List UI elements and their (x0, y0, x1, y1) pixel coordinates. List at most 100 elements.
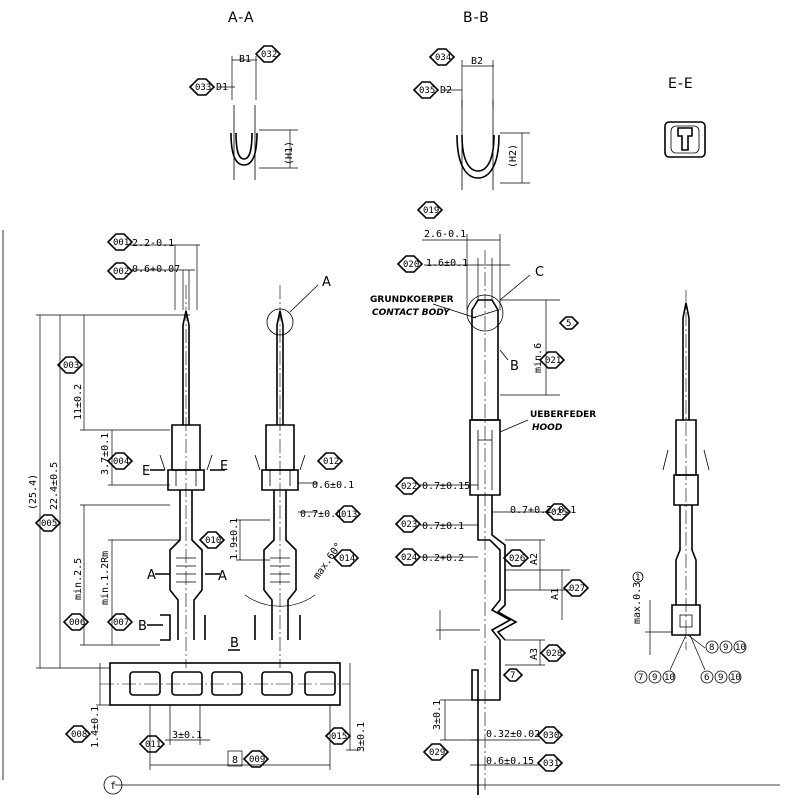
revision-mark: f (110, 781, 116, 792)
dim-019-val: 2.6-0.1 (424, 229, 466, 240)
bubble-023: 023 (401, 520, 417, 530)
dim-013-val: 0.7±0.1 (300, 509, 342, 520)
dim-021-val: min.6 (533, 343, 544, 373)
bubble-029: 029 (429, 748, 445, 758)
bubble-025: 025 (551, 508, 567, 518)
dim-h2: (H2) (508, 144, 519, 168)
section-a-a-title: A-A (228, 10, 255, 26)
bubble-007: 007 (113, 618, 129, 628)
dim-007-val: min.1.2Rm (100, 551, 111, 605)
detail-c-label: C (535, 265, 544, 280)
bubble-g3-b: 9 (718, 673, 723, 683)
bubble-005: 005 (41, 519, 57, 529)
bubble-g1-a: 8 (709, 643, 714, 653)
bubble-024: 024 (401, 553, 417, 563)
bubble-011: 011 (145, 740, 161, 750)
bubble-033: 033 (195, 83, 211, 93)
bubble-g1-c: 10 (735, 643, 746, 653)
bubble-022: 022 (401, 482, 417, 492)
dim-020-val: 1.6±0.1 (426, 258, 468, 269)
section-e-left: E (142, 464, 150, 479)
bubble-034: 034 (435, 53, 451, 63)
bubble-012: 012 (323, 457, 339, 467)
bubble-027: 027 (569, 584, 585, 594)
bubble-002: 002 (113, 267, 129, 277)
bubble-021: 021 (545, 356, 561, 366)
dim-030-val: 0.32±0.02 (486, 729, 540, 740)
dim-003-val: 11±0.2 (73, 384, 84, 420)
section-b-b-title: B-B (463, 10, 490, 26)
bubble-group-7-9-10: 7 9 10 (634, 670, 676, 684)
bubble-g2-c: 10 (664, 673, 675, 683)
dim-b2: B2 (471, 56, 483, 67)
right-view: max.0.3 8 9 10 7 9 10 6 9 10 1 (632, 290, 747, 684)
bubble-006: 006 (69, 618, 85, 628)
detail-a-label: A (322, 275, 331, 290)
dim-h1: (H1) (284, 141, 295, 165)
dim-024-val: 0.2+0.2 (422, 553, 464, 564)
bubble-014: 014 (339, 554, 355, 564)
dim-009-val: 8 (232, 755, 238, 766)
bubble-004: 004 (113, 457, 129, 467)
dim-005-val: 22.4±0.5 (49, 462, 60, 510)
bubble-group-8-9-10: 8 9 10 (705, 640, 747, 654)
dim-005-ref: (25.4) (28, 474, 39, 510)
dim-025-val: 0.7+0.2-0.1 (510, 505, 576, 516)
dim-008-val: 1.4±0.1 (90, 706, 101, 748)
bubble-031: 031 (543, 759, 559, 769)
bubble-026: 026 (509, 554, 525, 564)
section-b-b: B-B B2 D2 (H2) 034 035 (412, 10, 530, 190)
dim-023-val: 0.7±0.1 (422, 521, 464, 532)
bubble-g3-a: 6 (704, 673, 709, 683)
bubble-group-6-9-10: 6 9 10 (700, 670, 742, 684)
bubble-1: 1 (635, 573, 640, 583)
bubble-7: 7 (510, 671, 515, 681)
dim-max-03: max.0.3 (632, 582, 643, 624)
bubble-010: 010 (205, 536, 221, 546)
dim-004-val: 3.7±0.1 (100, 433, 111, 475)
dim-015-val: 3±0.1 (356, 722, 367, 752)
section-a-left: A (147, 568, 156, 583)
middle-view: C B GRUNDKOERPER CONTACT BODY UEBERFEDER… (370, 201, 596, 795)
bubble-003: 003 (63, 361, 79, 371)
bubble-032: 032 (261, 50, 277, 60)
dim-002-val: 0.6+0.07 (132, 264, 180, 275)
dim-d2: D2 (440, 85, 452, 96)
section-b-left: B (138, 619, 147, 634)
dim-026-val: A2 (529, 553, 540, 565)
section-b-right: B (230, 636, 239, 651)
bubble-019: 019 (423, 206, 439, 216)
dim-028-val: A3 (529, 648, 540, 660)
bubble-020: 020 (403, 260, 419, 270)
section-b-mid: B (510, 359, 519, 374)
dim-011-val: 3±0.1 (172, 730, 202, 741)
bubble-001: 001 (113, 238, 129, 248)
bubble-028: 028 (546, 649, 562, 659)
dim-006-val: min.2.5 (73, 558, 84, 600)
bubble-5: 5 (566, 319, 571, 329)
note-contact-de: GRUNDKOERPER (370, 295, 454, 305)
note-hood-en: HOOD (532, 423, 563, 433)
bubble-g2-b: 9 (652, 673, 657, 683)
dim-010-val: 1.9±0.1 (229, 518, 240, 560)
bubble-g2-a: 7 (638, 673, 643, 683)
bubble-035: 035 (419, 86, 435, 96)
dim-012-val: 0.6±0.1 (312, 480, 354, 491)
bubble-008: 008 (71, 730, 87, 740)
dim-029-val: 3±0.1 (432, 700, 443, 730)
bubble-015: 015 (331, 732, 347, 742)
note-hood-de: UEBERFEDER (530, 410, 596, 420)
section-e-e: E-E (664, 76, 706, 158)
section-a-right: A (218, 569, 227, 584)
dim-001-val: 2.2-0.1 (132, 238, 174, 249)
note-contact-en: CONTACT BODY (372, 308, 451, 318)
bubble-009: 009 (249, 755, 265, 765)
dim-b1: B1 (239, 54, 251, 65)
dim-022-val: 0.7±0.15 (422, 481, 470, 492)
section-e-right: E (220, 459, 228, 474)
dim-031-val: 0.6±0.15 (486, 756, 534, 767)
section-e-e-title: E-E (668, 76, 694, 92)
section-a-a: A-A B1 D1 (H1) 032 033 (188, 10, 298, 180)
bubble-013: 013 (341, 510, 357, 520)
